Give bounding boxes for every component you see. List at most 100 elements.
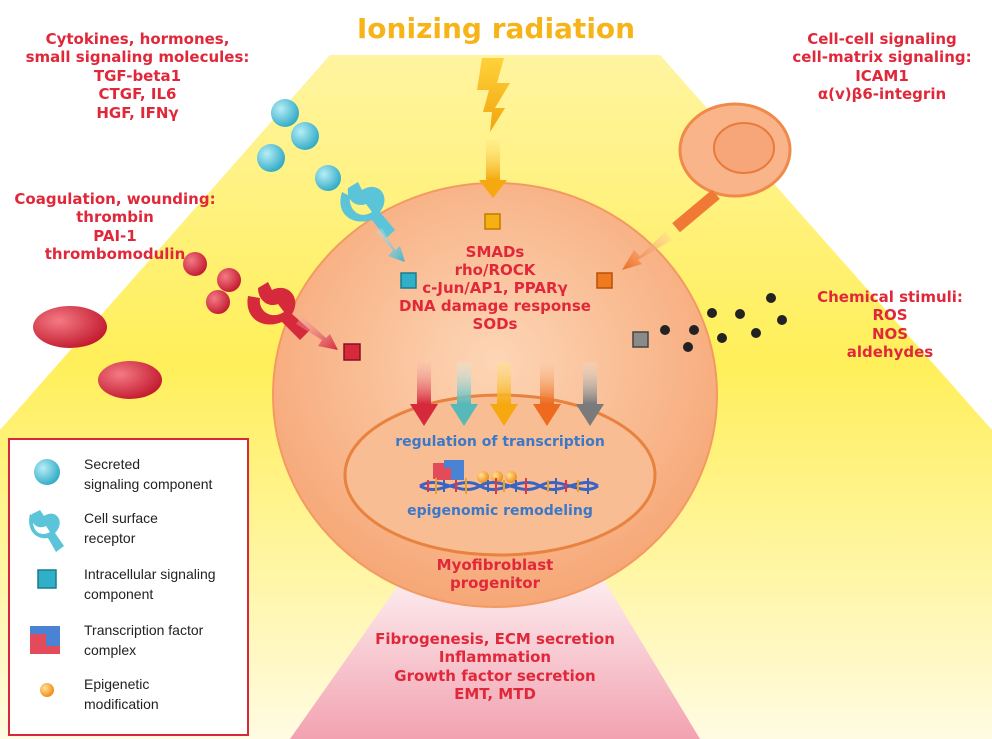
- chem-dot: [735, 309, 745, 319]
- secreted-sphere-icon: [34, 459, 60, 485]
- legend-label: component: [84, 586, 154, 602]
- epigenetic-mark: [505, 471, 517, 483]
- legend-label: Transcription factor: [84, 622, 204, 638]
- output-line: Fibrogenesis, ECM secretion: [375, 630, 615, 648]
- coagulation-line: PAI-1: [93, 226, 137, 245]
- cytokines-label: Cytokines, hormones, small signaling mol…: [10, 30, 265, 122]
- chem-dot: [660, 325, 670, 335]
- nuclear-arrow-gray: [576, 362, 604, 426]
- legend-label: Secreted: [84, 456, 141, 472]
- cyan-receptor: [340, 182, 395, 238]
- cell-signaling-line: cell-matrix signaling:: [792, 48, 972, 67]
- epigenetic-dot-icon: [40, 683, 54, 697]
- output-beam: [290, 540, 700, 739]
- cell-name-line: progenitor: [449, 574, 541, 593]
- cell-signaling-label: Cell-cell signaling cell-matrix signalin…: [782, 30, 982, 104]
- gray-cube: [632, 331, 649, 348]
- lightning-bolt: [477, 58, 510, 132]
- neighbor-receptor: [672, 189, 720, 233]
- orange-cube: [596, 272, 613, 289]
- cell-signaling-line: α(v)β6-integrin: [817, 85, 947, 104]
- legend-item-epigenetic: Epigenetic modification: [10, 674, 247, 724]
- chem-dot: [717, 333, 727, 343]
- coagulation-line: Coagulation, wounding:: [14, 190, 216, 208]
- chem-dot: [683, 342, 693, 352]
- myofibroblast-progenitor-label: Myofibroblast progenitor: [415, 556, 575, 593]
- legend-label: Epigenetic: [84, 676, 150, 692]
- cyan-sphere-4: [315, 165, 341, 191]
- chem-dot: [707, 308, 717, 318]
- nuclear-arrow-orange: [533, 362, 561, 426]
- chem-dot: [777, 315, 787, 325]
- red-blood-cell-1: [33, 306, 107, 348]
- nuclear-arrow-cyan: [450, 362, 478, 426]
- legend-label: signaling component: [84, 476, 213, 492]
- regulation-of-transcription-label: regulation of transcription: [395, 434, 605, 450]
- red-sphere-3: [206, 290, 230, 314]
- cube-icon: [37, 569, 57, 589]
- neighbor-nucleus: [713, 122, 775, 174]
- cytokines-line: small signaling molecules:: [25, 48, 250, 67]
- chemical-stimuli-line: Chemical stimuli:: [817, 288, 963, 306]
- output-line: Inflammation: [438, 648, 552, 667]
- red-receptor: [247, 282, 310, 340]
- epigenetic-mark: [477, 471, 489, 483]
- legend-item-secreted: Secreted signaling component: [10, 454, 247, 504]
- legend-label: Intracellular signaling: [84, 566, 216, 582]
- chemical-stimuli-line: ROS: [872, 306, 908, 325]
- radiation-arrow-head: [479, 180, 507, 198]
- legend-label: receptor: [84, 530, 136, 546]
- chem-dot: [689, 325, 699, 335]
- pathway-line: SMADs: [465, 243, 525, 261]
- legend-label: Cell surface: [84, 510, 158, 526]
- cytokines-line: TGF-beta1: [93, 66, 182, 85]
- dna-helix: [419, 478, 599, 494]
- cyan-cube: [400, 272, 417, 289]
- pathway-line: rho/ROCK: [454, 261, 536, 279]
- outputs-label: Fibrogenesis, ECM secretion Inflammation…: [365, 630, 625, 704]
- pathway-line: DNA damage response: [399, 297, 591, 315]
- legend-label: complex: [84, 642, 137, 658]
- coagulation-line: thrombin: [76, 208, 154, 227]
- coagulation-label: Coagulation, wounding: thrombin PAI-1 th…: [5, 190, 225, 264]
- receptor-icon: [29, 510, 64, 552]
- nuclear-arrow-red: [410, 362, 438, 426]
- legend-item-receptor: Cell surface receptor: [10, 508, 247, 558]
- legend-label: modification: [84, 696, 159, 712]
- transcription-complex-icon: [30, 626, 60, 654]
- cyan-sphere-3: [257, 144, 285, 172]
- cell-signaling-line: Cell-cell signaling: [807, 30, 957, 48]
- chemical-stimuli-line: NOS: [871, 324, 909, 343]
- transcription-complex: [433, 460, 464, 480]
- epigenetic-mark: [491, 471, 503, 483]
- cyan-sphere-1: [271, 99, 299, 127]
- coagulation-line: thrombomodulin: [44, 245, 186, 264]
- nuclear-arrow-yellow: [490, 362, 518, 426]
- chem-dot: [766, 293, 776, 303]
- legend-item-transcription: Transcription factor complex: [10, 620, 247, 670]
- cyan-pathway-arrow: [376, 228, 405, 262]
- red-sphere-2: [217, 268, 241, 292]
- yellow-cube: [484, 213, 501, 230]
- orange-pathway-arrow: [622, 232, 672, 270]
- diagram-title: Ionizing radiation: [356, 12, 636, 45]
- cyan-sphere-2: [291, 122, 319, 150]
- cytokines-line: CTGF, IL6: [98, 85, 177, 104]
- intracellular-pathways-label: SMADs rho/ROCK c-Jun/AP1, PPARγ DNA dama…: [395, 243, 595, 333]
- red-sphere-1: [183, 252, 207, 276]
- chemical-stimuli-label: Chemical stimuli: ROS NOS aldehydes: [800, 288, 980, 362]
- legend-item-intracellular: Intracellular signaling component: [10, 564, 247, 614]
- red-blood-cell-2: [98, 361, 162, 399]
- output-line: Growth factor secretion: [394, 666, 596, 685]
- cytokines-line: Cytokines, hormones,: [45, 30, 230, 48]
- pathway-line: c-Jun/AP1, PPARγ: [422, 279, 568, 297]
- cell-signaling-line: ICAM1: [855, 66, 909, 85]
- pathway-line: SODs: [472, 315, 518, 333]
- legend: Secreted signaling component Cell surfac…: [8, 438, 249, 736]
- radiation-arrow-shaft: [486, 140, 500, 180]
- output-line: EMT, MTD: [454, 685, 536, 704]
- chemical-stimuli-line: aldehydes: [846, 343, 934, 362]
- epigenomic-remodeling-label: epigenomic remodeling: [407, 503, 593, 519]
- red-pathway-arrow: [296, 316, 338, 350]
